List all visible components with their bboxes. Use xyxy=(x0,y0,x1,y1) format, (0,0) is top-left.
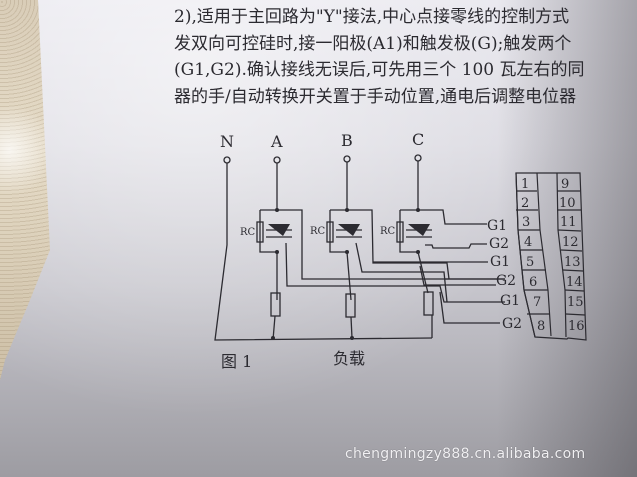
terminal-label-n: N xyxy=(220,132,234,151)
pin-11: 11 xyxy=(560,215,577,230)
load-label: 负载 xyxy=(333,349,365,368)
rc-label-b: RC xyxy=(310,226,326,237)
terminal-label-a: A xyxy=(270,132,283,151)
terminal-label-b: B xyxy=(341,131,353,150)
pin-3: 3 xyxy=(522,215,530,230)
pin-1: 1 xyxy=(521,177,529,192)
pin-15: 15 xyxy=(567,295,584,310)
terminal-a-icon xyxy=(273,156,281,164)
watermark: chengmingzy888.cn.alibaba.com xyxy=(345,446,586,462)
triac-b-icon xyxy=(338,224,360,236)
paragraph-line: 器的手/自动转换开关置于手动位置,通电后调整电位器 xyxy=(174,86,577,107)
pin-2: 2 xyxy=(521,196,529,211)
gate-label: G2 xyxy=(489,236,509,252)
triac-c-icon xyxy=(408,224,430,236)
pin-4: 4 xyxy=(524,235,532,250)
terminal-b-icon xyxy=(343,155,351,163)
pin-6: 6 xyxy=(529,275,537,290)
gate-label: G1 xyxy=(500,293,520,309)
paragraph-line: 2),适用于主回路为"Y"接法,中心点接零线的控制方式 xyxy=(174,7,570,27)
gate-label: G1 xyxy=(490,254,510,270)
terminal-label-c: C xyxy=(412,130,424,149)
terminal-n-icon xyxy=(223,156,231,164)
pin-12: 12 xyxy=(562,235,579,250)
rc-label-a: RC xyxy=(240,227,256,238)
gate-label: G2 xyxy=(502,316,522,332)
paragraph-line: (G1,G2).确认接线无误后,可先用三个 100 瓦左右的同 xyxy=(174,60,585,80)
triac-a-icon xyxy=(268,224,290,236)
paragraph-line: 发双向可控硅时,接一阳极(A1)和触发极(G);触发两个 xyxy=(174,33,572,54)
pin-14: 14 xyxy=(566,275,583,290)
instruction-paragraph: 2),适用于主回路为"Y"接法,中心点接零线的控制方式 发双向可控硅时,接一阳极… xyxy=(174,4,637,110)
terminal-c-icon xyxy=(414,154,422,162)
rc-label-c: RC xyxy=(380,226,396,237)
pin-8: 8 xyxy=(537,319,545,334)
terminal-block xyxy=(515,172,587,341)
pin-10: 10 xyxy=(559,196,576,211)
gate-label: G2 xyxy=(496,273,516,289)
pin-7: 7 xyxy=(533,295,541,310)
pin-5: 5 xyxy=(526,255,534,270)
pin-9: 9 xyxy=(561,177,569,192)
gate-label: G1 xyxy=(487,218,507,234)
pin-13: 13 xyxy=(564,255,581,270)
figure-caption: 图 1 xyxy=(221,352,252,371)
pin-16: 16 xyxy=(568,319,585,334)
